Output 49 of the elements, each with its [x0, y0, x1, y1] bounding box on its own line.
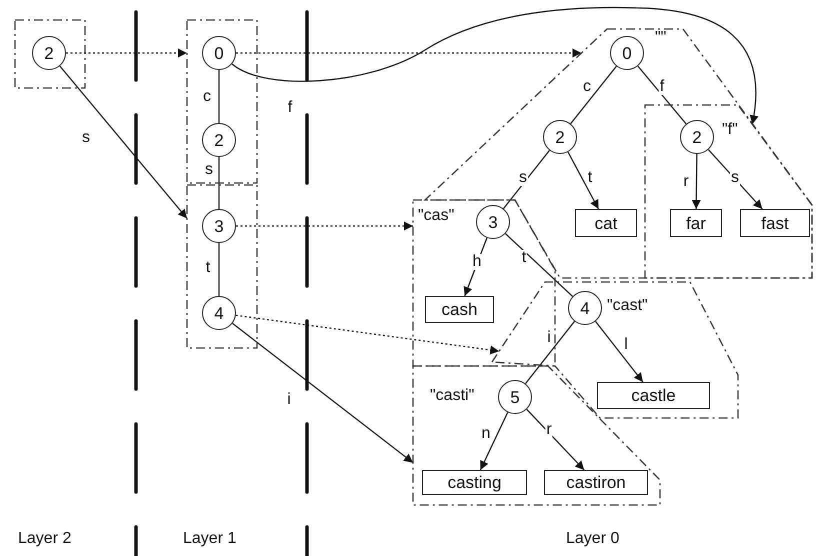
subtrie-region	[645, 105, 812, 278]
edge-arrow	[708, 149, 763, 210]
trie-node: 3	[202, 209, 236, 243]
edge-arrow	[464, 238, 488, 296]
subtrie-region	[413, 200, 555, 366]
leaf-node: casting	[422, 470, 527, 495]
edge-arrow	[59, 66, 188, 219]
edge-arrow	[567, 152, 600, 210]
trie-node: 2	[202, 123, 236, 157]
layer-label: Layer 0	[566, 531, 620, 547]
leaf-node: fast	[740, 209, 810, 237]
edge-label: s	[730, 170, 740, 186]
node-caption: "cast"	[607, 298, 648, 314]
leaf-node: cash	[425, 296, 494, 323]
trie-node: 4	[202, 296, 236, 330]
edge-arrow	[232, 6, 758, 124]
leaf-node: castle	[597, 382, 710, 409]
layer-label: Layer 1	[183, 531, 236, 547]
subtrie-region	[15, 20, 85, 88]
leaf-node: castiron	[544, 470, 648, 495]
dotted-arrow	[66, 48, 187, 58]
node-caption: "casti"	[430, 388, 474, 404]
dotted-arrow	[236, 48, 582, 58]
edge-arrow	[232, 322, 414, 464]
edge-label: s	[518, 170, 528, 186]
edge-label: r	[545, 422, 553, 438]
layer-label: Layer 2	[18, 531, 72, 547]
edge-label: f	[658, 79, 666, 95]
trie-node: 4	[568, 291, 602, 325]
edge-arrow	[480, 412, 508, 470]
dotted-arrow	[236, 314, 500, 354]
trie-node: 2	[543, 120, 577, 154]
trie-node: 0	[202, 36, 236, 70]
trie-node: 2	[680, 120, 714, 154]
edge-label: h	[472, 254, 482, 270]
node-caption: ""	[655, 30, 666, 46]
trie-node: 2	[32, 36, 66, 70]
edge-arrow	[595, 321, 644, 382]
leaf-node: cat	[575, 209, 637, 237]
node-caption: "cas"	[418, 208, 454, 224]
leaf-node: far	[670, 209, 722, 237]
trie-node: 5	[498, 380, 532, 414]
node-caption: "f"	[722, 122, 738, 138]
edge-arrow	[692, 154, 701, 209]
dotted-arrow	[236, 222, 413, 230]
edge-arrow	[526, 408, 585, 470]
trie-node: 0	[610, 36, 644, 70]
subtrie-region	[187, 185, 257, 348]
trie-node: 3	[476, 205, 510, 239]
